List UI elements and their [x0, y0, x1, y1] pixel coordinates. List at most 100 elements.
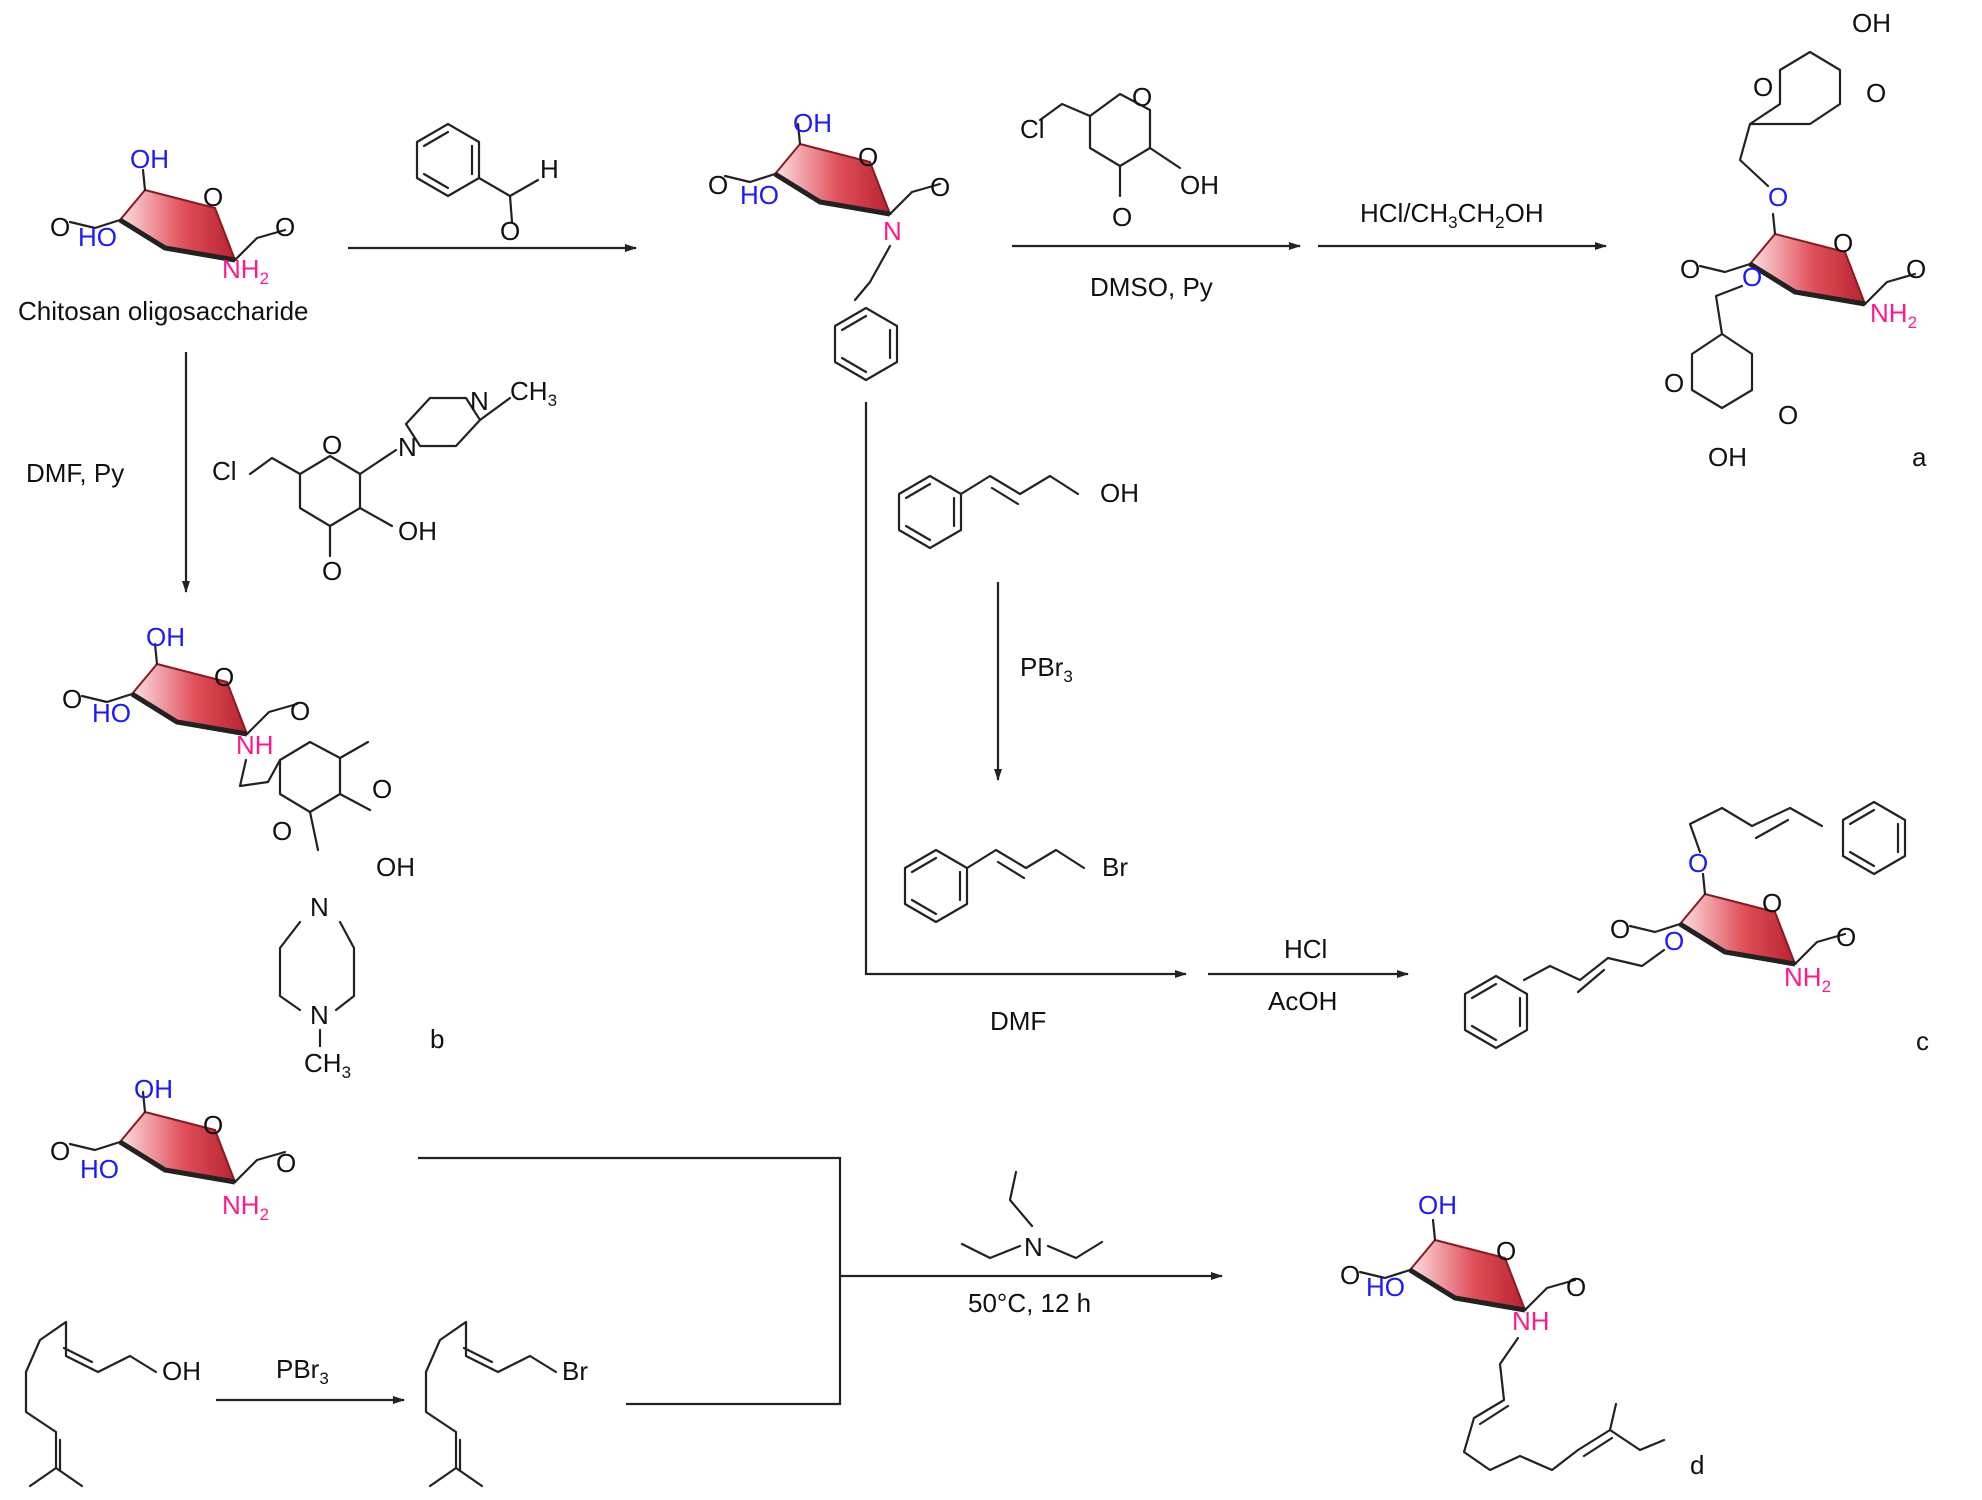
label-keto-o: O [322, 556, 342, 586]
label-nh: NH [1512, 1306, 1550, 1336]
label-oh: OH [146, 622, 185, 652]
label-oh: OH [1708, 442, 1747, 472]
label-o-left: O [1610, 914, 1630, 944]
label-nh2: NH2 [222, 254, 269, 288]
label-o-left: O [50, 1136, 70, 1166]
label-br: Br [1102, 852, 1128, 882]
label-nh2: NH2 [1870, 298, 1917, 332]
label-ho: HO [1366, 1272, 1405, 1302]
label-br: Br [562, 1356, 588, 1386]
label-ring-o: O [858, 142, 878, 172]
reagent-hcl-ethanol: HCl/CH3CH2OH [1360, 198, 1544, 232]
label-keto-o: O [372, 774, 392, 804]
product-c-molecule: O O O O O NH2 c [1463, 800, 1929, 1056]
label-cl: Cl [1020, 114, 1045, 144]
reagent-pbr3: PBr3 [276, 1354, 329, 1388]
label-ch3: CH3 [304, 1048, 351, 1082]
label-oh: OH [398, 516, 437, 546]
label-o-left: O [708, 170, 728, 200]
label-o-right: O [1836, 922, 1856, 952]
reagent-pbr3: PBr3 [1020, 652, 1073, 686]
geranyl-bromide-reagent: Br [424, 1320, 588, 1488]
product-label-c: c [1916, 1026, 1929, 1056]
label-nh: NH [236, 730, 274, 760]
label-ring-o: O [272, 816, 292, 846]
label-oh: OH [130, 144, 169, 174]
label-o-right: O [1566, 1272, 1586, 1302]
label-oh: OH [134, 1074, 173, 1104]
label-ho: HO [78, 222, 117, 252]
label-n: N [1024, 1232, 1043, 1262]
label-cho-o: O [500, 216, 520, 246]
label-ring-o: O [1496, 1236, 1516, 1266]
label-ring-o: O [1833, 228, 1853, 258]
benzaldehyde-reagent: O H [415, 122, 559, 246]
label-o-right: O [1906, 254, 1926, 284]
label-o-6: O [1768, 182, 1788, 212]
label-o-right: O [930, 172, 950, 202]
label-o-left: O [62, 684, 82, 714]
label-n: N [883, 216, 902, 246]
label-o-left: O [1680, 254, 1700, 284]
product-d-molecule: OH HO O O O NH d [1340, 1190, 1704, 1480]
label-ring-o: O [214, 662, 234, 692]
label-oh: OH [1100, 478, 1139, 508]
label-ch3: CH3 [510, 376, 557, 410]
label-ring-o: O [1762, 888, 1782, 918]
label-ring-o: O [1132, 82, 1152, 112]
label-keto-o: O [1778, 400, 1798, 430]
label-nh2: NH2 [222, 1190, 269, 1224]
reagent-dmf: DMF [990, 1006, 1046, 1036]
reagent-dmf-py: DMF, Py [26, 458, 124, 488]
label-nh2: NH2 [1784, 962, 1831, 996]
chlorokojic-acid-reagent: Cl O O OH [1020, 82, 1219, 232]
label-o-3: O [1664, 926, 1684, 956]
label-ring-o: O [322, 430, 342, 460]
label-n-2: N [470, 386, 489, 416]
chitosan-name: Chitosan oligosaccharide [18, 296, 309, 326]
label-ring-o: O [203, 1110, 223, 1140]
label-ho: HO [80, 1154, 119, 1184]
label-oh: OH [1180, 170, 1219, 200]
label-cl: Cl [212, 456, 237, 486]
label-n-2: N [310, 1000, 329, 1030]
label-o-left: O [50, 212, 70, 242]
product-a-molecule: O O O O O NH2 O O OH O O OH a [1664, 8, 1927, 472]
reagent-hcl: HCl [1284, 934, 1327, 964]
product-label-b: b [430, 1024, 444, 1054]
branch-line-to-dmf [864, 402, 1187, 978]
label-oh: OH [376, 852, 415, 882]
merge-lines [418, 1156, 842, 1406]
product-b-molecule: OH HO O O O NH O O OH N N CH3 b [62, 622, 444, 1082]
product-label-d: d [1690, 1450, 1704, 1480]
reagent-dmso-py: DMSO, Py [1090, 272, 1213, 302]
label-n-1: N [310, 892, 329, 922]
label-ring-o: O [1753, 72, 1773, 102]
chitosan-start-molecule: OH HO O O O NH2 Chitosan oligosaccharide [18, 144, 309, 326]
label-ho: HO [740, 180, 779, 210]
label-o-right: O [290, 696, 310, 726]
label-keto-o: O [1866, 78, 1886, 108]
label-oh: OH [1418, 1190, 1457, 1220]
label-o-3: O [1742, 262, 1762, 292]
label-oh: OH [162, 1356, 201, 1386]
label-oh: OH [793, 108, 832, 138]
label-oh: OH [1852, 8, 1891, 38]
geraniol-reagent: OH [24, 1320, 201, 1488]
reagent-temp-time: 50°C, 12 h [968, 1288, 1091, 1318]
label-ring-o: O [1664, 368, 1684, 398]
product-label-a: a [1912, 442, 1927, 472]
label-ring-o: O [203, 182, 223, 212]
label-o-left: O [1340, 1260, 1360, 1290]
label-n-1: N [398, 432, 417, 462]
cinnamyl-bromide-reagent: Br [903, 848, 1128, 924]
schiff-base-intermediate: OH HO O O O N [708, 108, 950, 382]
piperazinyl-kojic-chloride-reagent: Cl O O OH N N CH3 [212, 376, 557, 586]
label-ho: HO [92, 698, 131, 728]
label-o-right: O [275, 212, 295, 242]
cinnamyl-alcohol-reagent: OH [897, 474, 1139, 550]
reagent-acoh: AcOH [1268, 986, 1337, 1016]
chitosan-bottom-molecule: OH HO O O O NH2 [50, 1074, 296, 1224]
label-o-6: O [1688, 848, 1708, 878]
